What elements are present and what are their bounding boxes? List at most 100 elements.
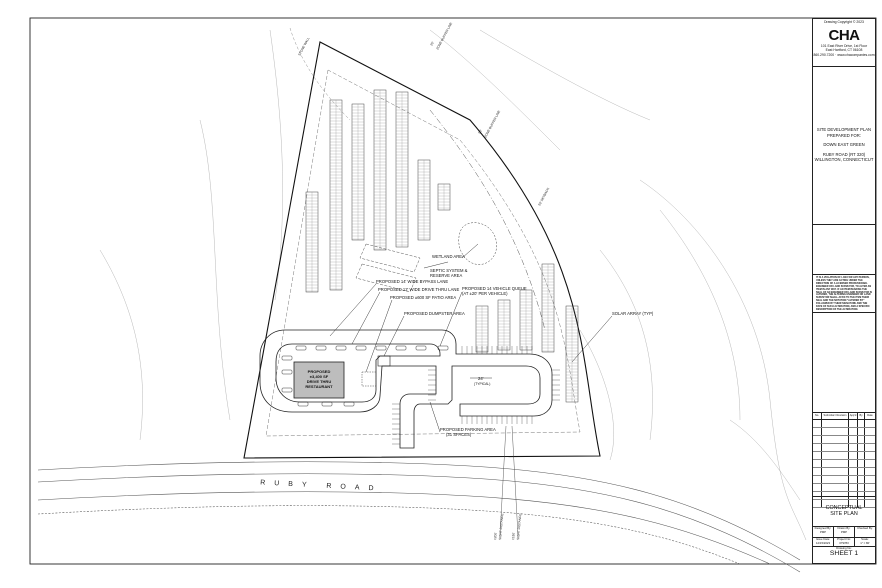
firm-address-1: 101 East River Drive, 1st Floor — [820, 44, 868, 49]
label-sight-left-1: ±200' — [493, 532, 498, 540]
spacer-block — [813, 313, 875, 413]
label-setback: 50' SETBACK — [537, 186, 550, 206]
vehicle — [281, 369, 293, 375]
revision-row — [813, 428, 875, 436]
vehicle — [375, 345, 387, 351]
wetland-area — [458, 222, 497, 265]
label-solar: SOLAR ARRAY (TYP) — [612, 311, 654, 316]
rev-col-appd: App'd — [849, 413, 858, 419]
stone-wall — [289, 27, 351, 121]
revision-cell — [849, 444, 858, 451]
revision-cell — [858, 452, 865, 459]
vehicle — [355, 345, 367, 351]
sheet-title-block: CONCEPTUAL SITE PLAN — [813, 497, 875, 527]
solar-row — [395, 91, 409, 248]
title-block: Drawing Copyright © 2023 CHA 101 East Ri… — [812, 18, 876, 564]
project-title-1: SITE DEVELOPMENT PLAN — [816, 127, 872, 132]
revision-table: No. Submittal / Revision App'd By Date — [813, 413, 875, 508]
parking-stalls — [392, 346, 560, 445]
vehicle — [297, 401, 309, 407]
revision-cell — [849, 436, 858, 443]
revision-cell — [813, 468, 822, 475]
label-dim: 24' — [478, 376, 484, 381]
septic-area — [355, 243, 421, 293]
label-zone-right-2: ZONE BUFFER LINE — [483, 110, 501, 139]
label-sight-right-2: SIGHT DISTANCE — [516, 513, 522, 540]
label-parking-2: (31 SPACES) — [446, 432, 472, 437]
drive-aisle — [259, 329, 553, 449]
vehicle — [281, 387, 293, 393]
firm-address-3: 860.290.7200 · www.chacompanies.com — [813, 52, 875, 57]
revision-cell — [822, 500, 849, 507]
revision-cell — [849, 420, 858, 427]
sheet-title-1: CONCEPTUAL — [825, 505, 863, 511]
revision-cell — [822, 476, 849, 483]
revision-row — [813, 492, 875, 500]
designed-by-cell: Designed By: PMP — [813, 526, 834, 537]
label-drivethru: PROPOSED 12' WIDE DRIVE THRU LANE — [378, 287, 459, 292]
callout-leaders — [329, 243, 613, 433]
vehicle — [281, 355, 293, 361]
vehicle — [415, 345, 427, 351]
road-ruby — [37, 461, 801, 573]
label-sight-left-2: SIGHT DISTANCE — [498, 513, 504, 540]
sheet-number: SHEET 1 — [829, 550, 859, 557]
location-2: WILLINGTON, CONNECTICUT — [814, 157, 874, 163]
info-grid: Designed By: PMP Drawn By: PMP Checked B… — [813, 526, 875, 547]
revision-cell — [822, 436, 849, 443]
revision-row — [813, 476, 875, 484]
revision-cell — [858, 476, 865, 483]
vehicle — [343, 401, 355, 407]
label-bypass: PROPOSED 14' WIDE BYPASS LANE — [376, 279, 448, 284]
revision-cell — [813, 436, 822, 443]
label-zone-top-1: 25' — [429, 41, 435, 47]
revision-cell — [849, 476, 858, 483]
legal-notice: IT IS A VIOLATION OF LAW FOR ANY PERSON,… — [816, 276, 873, 311]
checked-by-label: Checked By: — [857, 526, 873, 530]
revision-cell — [858, 428, 865, 435]
revision-row — [813, 444, 875, 452]
revision-cell — [849, 500, 858, 507]
scale-label: Scale: — [861, 537, 869, 541]
building-label-1: PROPOSED — [308, 369, 331, 374]
label-stonewall: STONE WALL — [297, 36, 310, 56]
patio — [361, 371, 377, 387]
building-label-2: ±3,400 SF — [310, 374, 329, 379]
revision-cell — [858, 500, 865, 507]
revision-cell — [849, 460, 858, 467]
revision-rows — [813, 420, 875, 508]
vehicle — [315, 345, 327, 351]
scale-cell: Scale: 1" = 80' — [855, 537, 875, 547]
vehicle — [437, 345, 449, 351]
solar-row — [351, 103, 365, 241]
revision-cell — [822, 428, 849, 435]
revision-cell — [849, 452, 858, 459]
issue-date-value: 12/15/2023 — [816, 540, 830, 545]
revision-cell — [849, 492, 858, 499]
label-patio: PROPOSED ±600 SF PATIO AREA — [390, 295, 456, 300]
vehicle — [395, 345, 407, 351]
label-queue-2: (AT ±20' PER VEHICLE) — [462, 291, 508, 296]
sheet-title-2: SITE PLAN — [830, 511, 858, 518]
revision-cell — [858, 420, 865, 427]
revision-cell — [813, 492, 822, 499]
checked-by-cell: Checked By: — [855, 526, 875, 537]
rev-col-desc: Submittal / Revision — [822, 413, 849, 419]
revision-cell — [858, 436, 865, 443]
solar-array — [305, 89, 579, 403]
solar-row — [475, 305, 489, 353]
issue-date-label: Issue Date: — [815, 537, 831, 541]
sight-lines — [499, 425, 519, 537]
revision-cell — [858, 492, 865, 499]
solar-row — [565, 305, 579, 403]
solar-row — [541, 263, 555, 353]
client-name: DOWN EAST GREEN — [823, 142, 865, 148]
drawn-by-value: PMP — [840, 529, 848, 534]
project-block: SITE DEVELOPMENT PLAN PREPARED FOR: DOWN… — [813, 67, 875, 225]
label-septic-1: SEPTIC SYSTEM & — [430, 268, 468, 273]
revision-row — [813, 452, 875, 460]
sheet-border — [29, 17, 877, 565]
vehicle — [335, 345, 347, 351]
revision-row — [813, 468, 875, 476]
revision-cell — [822, 484, 849, 491]
